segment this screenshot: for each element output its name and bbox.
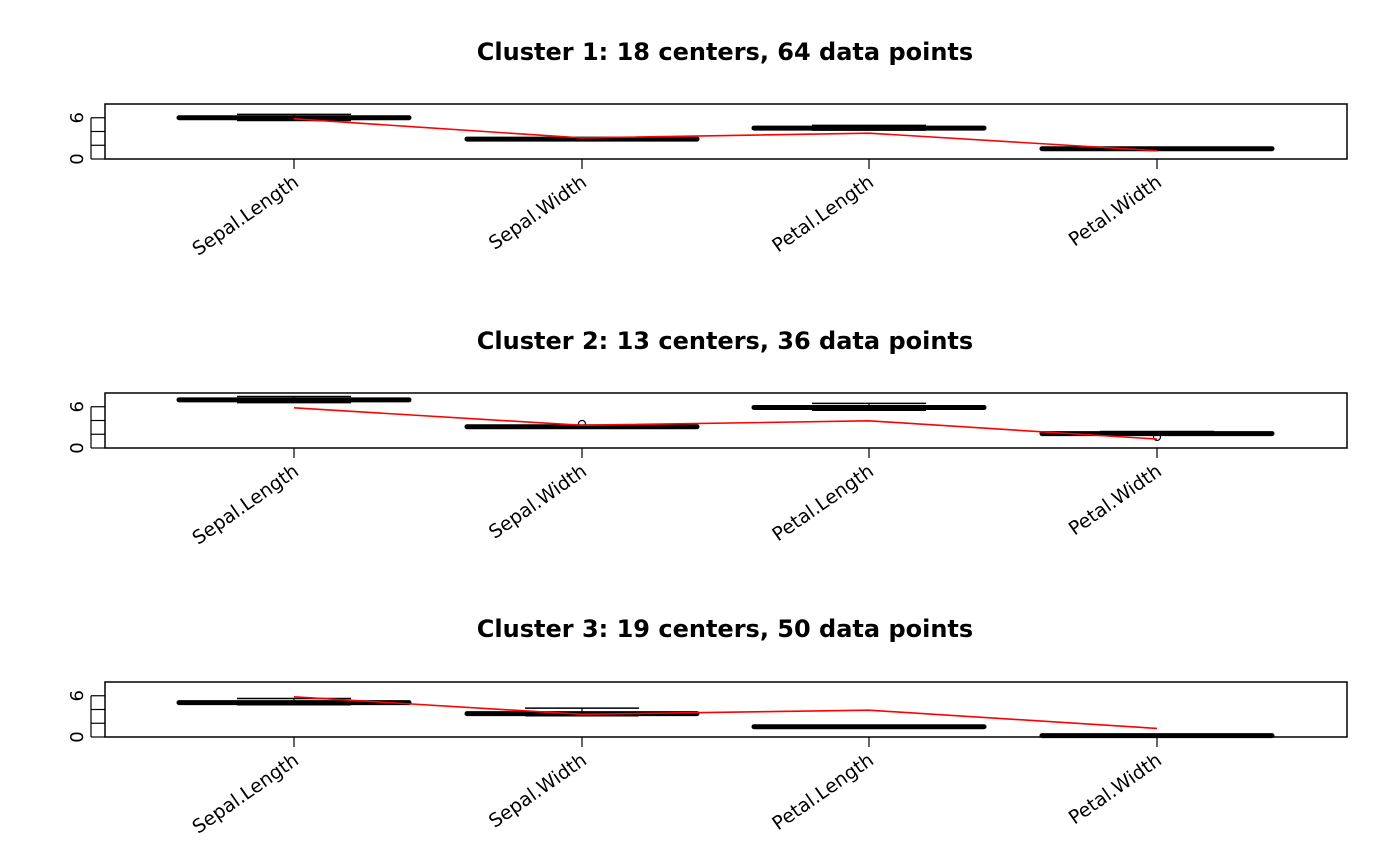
box-Petal.Length — [751, 402, 987, 411]
box-Petal.Length — [751, 724, 987, 730]
x-tick-label: Sepal.Length — [188, 460, 302, 549]
y-tick-label: 6 — [67, 112, 88, 123]
y-tick-label: 6 — [67, 401, 88, 412]
x-tick-label: Petal.Width — [1065, 171, 1166, 251]
panel-2: Cluster 2: 13 centers, 36 data points 0 6S… — [67, 327, 1348, 549]
x-tick-label: Sepal.Width — [485, 749, 591, 832]
box-Petal.Width — [1039, 430, 1275, 442]
x-tick-label: Petal.Length — [768, 749, 878, 835]
y-tick-label: 0 — [67, 442, 88, 453]
box-Petal.Length — [751, 124, 987, 131]
x-tick-label: Petal.Width — [1065, 460, 1166, 540]
x-tick-label: Sepal.Length — [188, 749, 302, 838]
y-tick-label: 0 — [67, 731, 88, 742]
overall-mean-line — [293, 407, 1158, 440]
box-Petal.Width — [1039, 733, 1275, 739]
x-tick-label: Petal.Length — [768, 460, 878, 546]
y-tick-label: 0 — [67, 153, 88, 164]
x-tick-label: Sepal.Width — [485, 171, 591, 254]
outlier-point — [1152, 432, 1162, 442]
panel-1: Cluster 1: 18 centers, 64 data points 0 6S… — [67, 38, 1348, 260]
overall-mean-line — [293, 118, 1158, 152]
chart-title: Cluster 3: 19 centers, 50 data points — [477, 615, 973, 643]
panel-3: Cluster 3: 19 centers, 50 data points 0 6S… — [67, 615, 1348, 838]
box-Sepal.Length — [176, 697, 412, 706]
plot-frame — [104, 681, 1348, 738]
overall-mean-line — [293, 696, 1158, 730]
x-tick-label: Petal.Length — [768, 171, 878, 257]
x-tick-label: Sepal.Length — [188, 171, 302, 260]
outlier-point — [577, 419, 587, 429]
box-Sepal.Length — [176, 395, 412, 404]
chart-title: Cluster 1: 18 centers, 64 data points — [477, 38, 973, 66]
chart-title: Cluster 2: 13 centers, 36 data points — [477, 327, 973, 355]
y-tick-label: 6 — [67, 690, 88, 701]
x-tick-label: Sepal.Width — [485, 460, 591, 543]
box-Petal.Width — [1039, 146, 1275, 152]
x-tick-label: Petal.Width — [1065, 749, 1166, 829]
box-Sepal.Length — [176, 113, 412, 122]
